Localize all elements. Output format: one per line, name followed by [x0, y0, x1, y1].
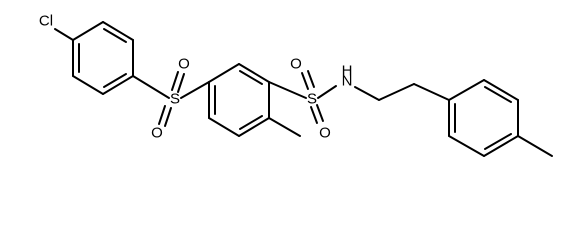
bond-s1-o-bottom: [158, 105, 166, 125]
atom-sulfone-sulfur: S: [170, 91, 180, 108]
double-bond-inner: [103, 73, 127, 88]
bond: [208, 117, 240, 137]
bond: [238, 117, 270, 137]
bond-s2-o-top: [307, 70, 315, 88]
double-bond-inner: [103, 28, 127, 43]
tolyl-ring: [448, 79, 519, 157]
bond-n-ch2: [354, 86, 380, 101]
bond: [483, 79, 519, 101]
atom-sulfonamide-oxygen-top: O: [290, 56, 302, 73]
atom-sulfonamide-sulfur: S: [307, 91, 317, 108]
bond-ring-a-s1: [132, 75, 170, 99]
bond: [483, 135, 519, 157]
bond: [72, 21, 104, 41]
central-benzene-ring: [208, 63, 270, 137]
bond: [208, 63, 240, 83]
atom-amide-nitrogen: N: [342, 73, 353, 90]
bond-methyl: [268, 117, 301, 137]
bond: [238, 63, 270, 83]
double-bond-inner: [484, 133, 512, 150]
bond: [72, 75, 104, 95]
bond-s2-o-bottom: [310, 106, 318, 124]
bond-c-cl: [54, 28, 74, 41]
bond-s1-o-top: [177, 73, 185, 93]
bond-methyl: [517, 135, 553, 157]
bond-ring-b-s2: [268, 81, 307, 99]
bond: [102, 75, 134, 95]
bond-ch2-ch2: [378, 83, 415, 101]
bond-ch2-ring-c: [413, 83, 450, 101]
atom-sulfone-oxygen-bottom: O: [151, 125, 163, 142]
bond-s1-o-top: [171, 71, 179, 91]
double-bond-inner: [239, 115, 263, 130]
bond-s2-n: [317, 85, 337, 99]
bond-s2-o-top: [301, 72, 309, 90]
bond-s1-o-bottom: [164, 107, 172, 127]
atom-sulfonamide-oxygen-bottom: O: [319, 125, 331, 142]
bond-s2-o-bottom: [316, 104, 324, 122]
chemical-structure: Cl S O O S O O H N: [39, 13, 553, 157]
bond: [102, 21, 134, 41]
atom-chlorine: Cl: [39, 13, 53, 30]
atom-sulfone-oxygen-top: O: [178, 56, 190, 73]
bond-s1-ring-b: [180, 81, 210, 99]
bond: [448, 135, 485, 157]
chlorophenyl-ring: [72, 21, 134, 95]
double-bond-inner: [484, 86, 512, 103]
atom-amide-hydrogen: H: [342, 63, 353, 80]
double-bond-inner: [239, 70, 263, 85]
bond: [448, 79, 485, 101]
